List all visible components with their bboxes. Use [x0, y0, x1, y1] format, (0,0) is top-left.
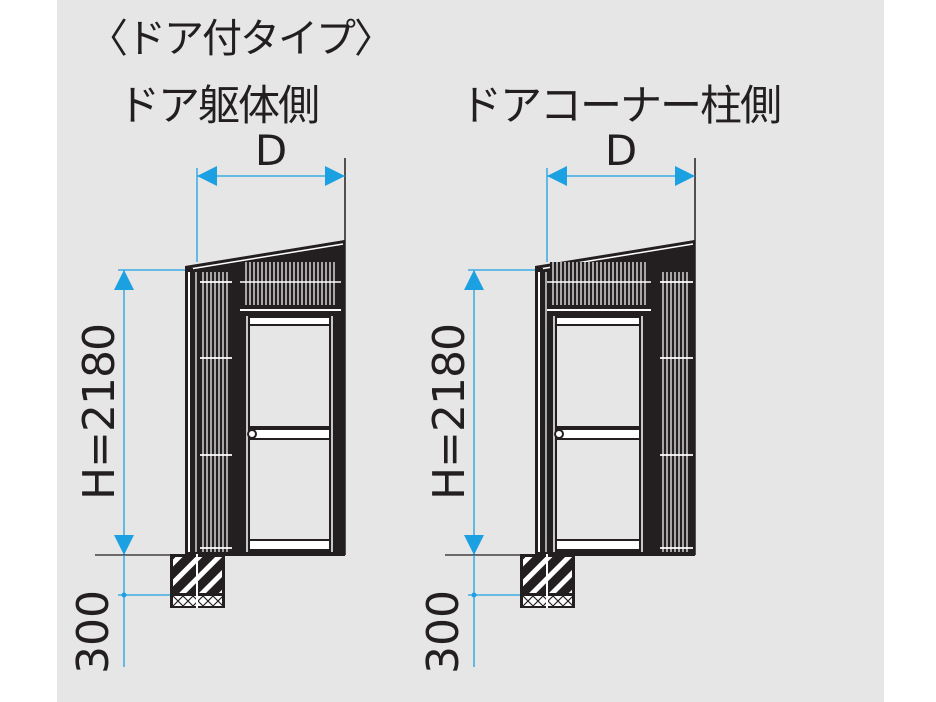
depth-arrow-right [675, 166, 695, 186]
door-top-rail [250, 318, 329, 324]
gravel-hatch [172, 595, 184, 607]
door-upper-glass [557, 326, 639, 426]
depth-arrow-left [547, 166, 567, 186]
door-bottom-rail [250, 541, 329, 549]
depth-arrow-left [197, 166, 217, 186]
heading: 〈ドア付タイプ〉 [88, 16, 394, 62]
elevation-door-wall-side: D H=2180 300 [68, 126, 346, 674]
height-label: H=2180 [424, 324, 475, 500]
door-bottom-rail [557, 541, 639, 549]
door-lower-glass [557, 440, 639, 539]
depth-label: D [605, 126, 637, 175]
door-lower-glass [250, 440, 329, 539]
elevation-door-corner-post-side: D H=2180 300 [418, 126, 696, 674]
footing-label: 300 [418, 590, 469, 674]
depth-label: D [255, 126, 287, 175]
slat-panel [243, 262, 340, 305]
height-label: H=2180 [74, 324, 125, 500]
door-mid-rail [250, 430, 329, 438]
gravel-hatch [522, 595, 534, 607]
diagram-title-door-corner-post-side: ドアコーナー柱側 [460, 81, 782, 130]
gravel-hatch [552, 595, 564, 607]
gravel-hatch [202, 595, 214, 607]
door-mid-rail [557, 430, 639, 438]
footing-label: 300 [68, 590, 119, 674]
roof-edge [189, 243, 344, 270]
height-arrow-bottom [464, 535, 484, 555]
gravel-hatch [562, 595, 574, 607]
dimension-dot [471, 592, 477, 598]
diagram-title-door-wall-side: ドア躯体側 [118, 81, 320, 130]
door-upper-glass [250, 326, 329, 426]
gravel-hatch [532, 595, 544, 607]
door-handle-icon [554, 429, 564, 439]
height-arrow-bottom [114, 535, 134, 555]
height-arrow-top [114, 270, 134, 290]
dimension-dot [121, 592, 127, 598]
height-arrow-top [464, 270, 484, 290]
gravel-hatch [212, 595, 224, 607]
slat-panel [660, 272, 693, 552]
gravel-hatch [182, 595, 194, 607]
door-top-rail [557, 318, 639, 324]
depth-arrow-right [325, 166, 345, 186]
door-handle-icon [247, 429, 257, 439]
